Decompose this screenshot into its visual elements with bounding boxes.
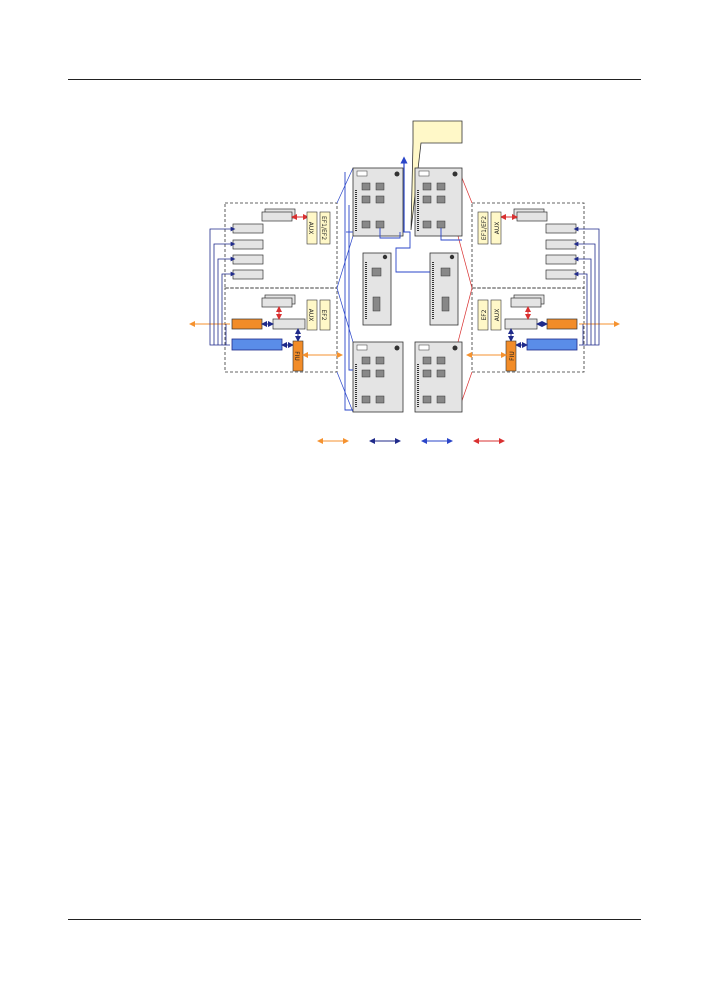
right-lower-panel bbox=[471, 287, 585, 373]
card-interconnects bbox=[344, 172, 462, 411]
right-ef1ef2-tag: EF1/EF2 bbox=[477, 211, 489, 245]
right-aux-bottom-label: AUX bbox=[494, 309, 501, 322]
right-upper-units bbox=[513, 208, 577, 280]
left-aux-top-label: AUX bbox=[307, 222, 314, 235]
right-ef1ef2-label: EF1/EF2 bbox=[481, 216, 488, 240]
right-aux-top-label: AUX bbox=[494, 222, 501, 235]
right-aux-top-tag: AUX bbox=[490, 211, 502, 245]
card-top-left bbox=[352, 167, 404, 237]
card-bottom-left bbox=[352, 341, 404, 413]
right-ef2-tag: EF2 bbox=[477, 299, 489, 331]
left-aux-bottom-tag: AUX bbox=[306, 299, 318, 331]
right-bus-lines bbox=[573, 226, 600, 346]
left-ef2-label: EF2 bbox=[320, 309, 327, 320]
left-ef1ef2-tag: EF1/EF2 bbox=[319, 211, 331, 245]
left-fiu-label: FIU bbox=[293, 351, 300, 361]
right-aux-bottom-tag: AUX bbox=[490, 299, 502, 331]
callout-box bbox=[410, 120, 463, 231]
right-fiu-tag: FIU bbox=[505, 340, 517, 372]
left-lower-panel bbox=[224, 287, 338, 373]
card-bottom-right bbox=[414, 341, 463, 413]
left-fiu-tag: FIU bbox=[292, 340, 304, 372]
card-mid-right bbox=[429, 252, 459, 326]
card-mid-left bbox=[362, 252, 392, 326]
left-ef1ef2-label: EF1/EF2 bbox=[320, 216, 327, 240]
left-lower-units bbox=[231, 294, 306, 351]
card-top-right bbox=[414, 167, 463, 237]
left-ef2-tag: EF2 bbox=[319, 299, 331, 331]
right-fiu-label: FIU bbox=[509, 351, 516, 361]
right-ef2-label: EF2 bbox=[481, 309, 488, 320]
left-aux-bottom-label: AUX bbox=[307, 309, 314, 322]
left-aux-top-tag: AUX bbox=[306, 211, 318, 245]
header-rule bbox=[68, 79, 641, 80]
left-upper-units bbox=[232, 208, 296, 280]
left-bus-lines bbox=[209, 226, 236, 346]
footer-rule bbox=[68, 919, 641, 920]
